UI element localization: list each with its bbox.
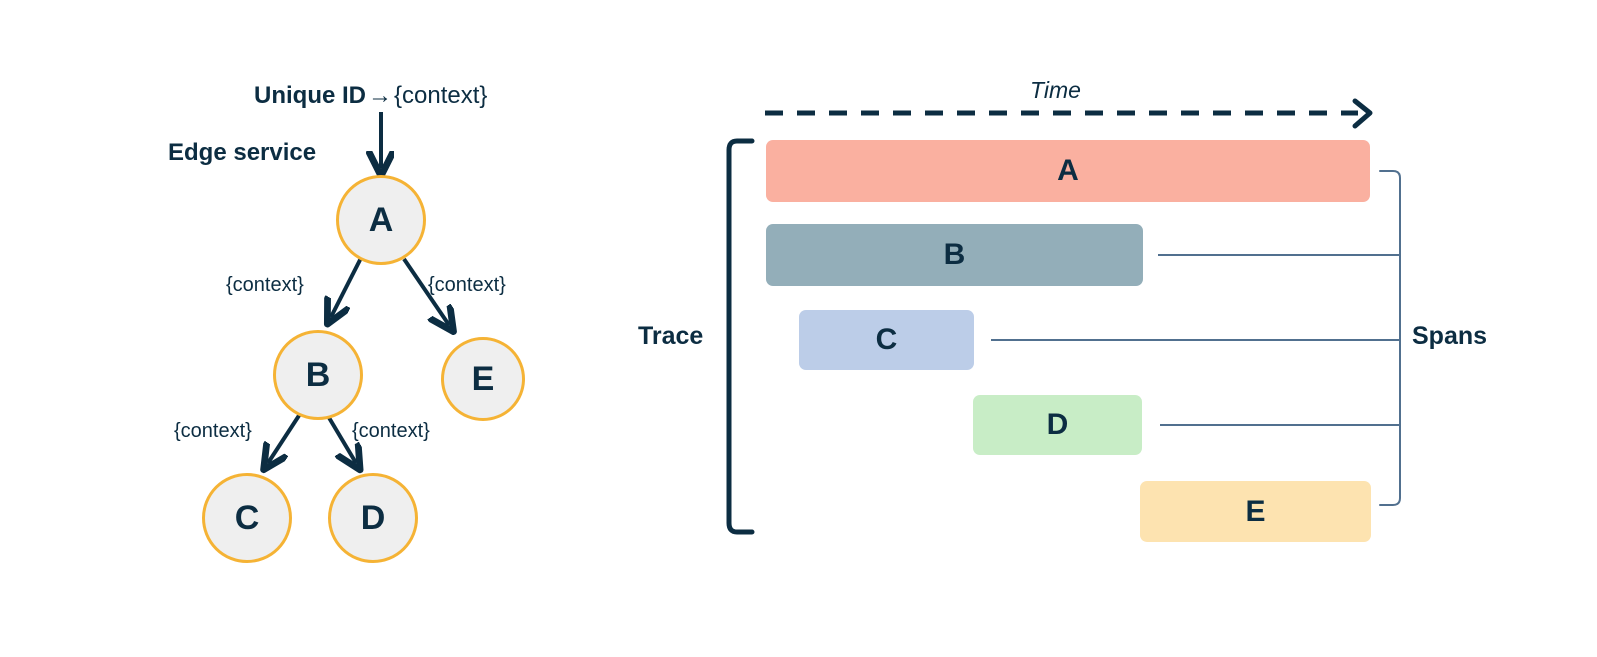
service-node-e-label: E (471, 360, 495, 398)
span-bar-e-label: E (1245, 494, 1266, 528)
service-node-c-label: C (234, 499, 260, 537)
service-node-c[interactable]: C (202, 473, 292, 563)
span-bar-c-label: C (875, 323, 898, 356)
span-bar-e[interactable]: E (1140, 481, 1371, 542)
span-bar-a[interactable]: A (766, 140, 1370, 202)
edge-label-a-e: {context} (428, 274, 506, 296)
trace-bracket-icon (726, 138, 755, 535)
span-bar-b[interactable]: B (766, 224, 1143, 286)
span-bar-d[interactable]: D (973, 395, 1142, 455)
time-axis-arrowhead-icon (1352, 98, 1373, 129)
spans-label: Spans (1412, 322, 1488, 350)
edge-b-to-d (326, 414, 356, 463)
unique-id-text: Unique ID (254, 82, 366, 109)
unique-id-context-label: Unique ID→{context} (254, 82, 487, 110)
service-node-b-label: B (305, 356, 331, 394)
service-node-e[interactable]: E (441, 337, 525, 421)
service-node-d-label: D (360, 499, 386, 537)
time-axis-label: Time (1030, 77, 1081, 103)
service-node-a-label: A (368, 201, 394, 239)
unique-id-context-text: {context} (394, 82, 488, 109)
edge-label-b-c: {context} (174, 420, 252, 442)
edge-a-to-e (402, 257, 449, 325)
edge-a-to-b (331, 257, 363, 317)
span-bar-d-label: D (1046, 408, 1069, 441)
span-bar-c[interactable]: C (799, 310, 974, 370)
edge-label-b-d: {context} (352, 420, 430, 442)
trace-label: Trace (638, 322, 704, 350)
service-node-d[interactable]: D (328, 473, 418, 563)
span-bar-b-label: B (943, 238, 966, 271)
service-node-a[interactable]: A (336, 175, 426, 265)
span-bar-a-label: A (1057, 154, 1079, 187)
edge-service-label: Edge service (168, 139, 317, 166)
service-node-b[interactable]: B (273, 330, 363, 420)
edge-label-a-b: {context} (226, 274, 304, 296)
edge-b-to-c (268, 412, 302, 463)
spans-bracket-icon (1379, 170, 1401, 506)
unique-id-arrow-glyph: → (368, 82, 392, 109)
